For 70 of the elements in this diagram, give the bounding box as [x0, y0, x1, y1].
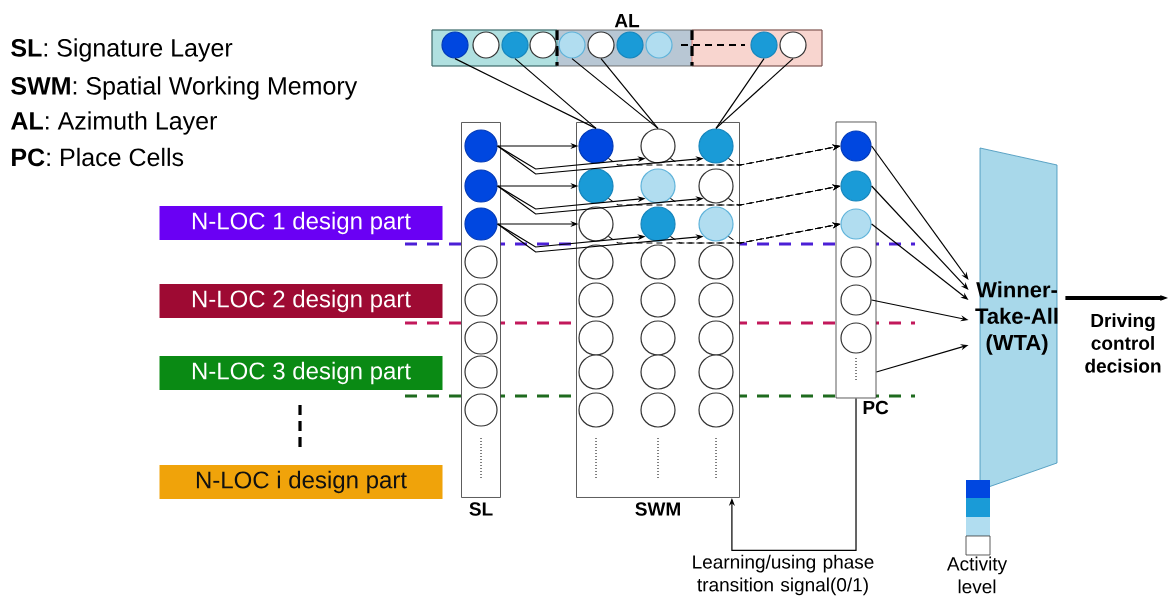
neuron-circle: [840, 322, 872, 354]
part-label-box: N-LOC 1 design part: [159, 206, 443, 240]
neuron-circle: [464, 129, 498, 163]
legend-text: PC: Place Cells: [12, 147, 184, 167]
neuron-circle: [441, 31, 469, 59]
neuron-circle: [698, 128, 734, 164]
edge-label: Driving control decision: [1085, 313, 1161, 373]
arrow: [728, 397, 857, 551]
arrow: [727, 144, 840, 166]
neuron-circle: [578, 206, 614, 242]
neuron-circle: [640, 354, 676, 390]
node-label: PC: [863, 400, 889, 415]
neuron-circle: [840, 284, 872, 316]
arrow: [871, 185, 969, 290]
neuron-circle: [464, 393, 498, 427]
neuron-circle: [698, 206, 734, 242]
neuron-circle: [464, 245, 498, 279]
neuron-circle: [578, 320, 614, 356]
neuron-circle: [698, 244, 734, 280]
neuron-circle: [840, 130, 872, 162]
neuron-circle: [558, 31, 586, 59]
neuron-circle: [698, 282, 734, 318]
neuron-circle: [464, 207, 498, 241]
neuron-circle: [464, 321, 498, 355]
neuron-circle: [640, 244, 676, 280]
neuron-circle: [640, 206, 676, 242]
legend-text: SL: Signature Layer: [11, 38, 233, 62]
neuron-circle: [578, 354, 614, 390]
caption-text: Activity level: [946, 556, 1008, 594]
neuron-circle: [464, 283, 498, 317]
neuron-circle: [501, 31, 529, 59]
arrow: [727, 222, 840, 244]
neuron-circle: [578, 128, 614, 164]
neuron-circle: [640, 320, 676, 356]
neuron-circle: [616, 31, 644, 59]
part-label-box: N-LOC 2 design part: [159, 284, 443, 318]
neuron-circle: [640, 128, 676, 164]
neuron-circle: [578, 168, 614, 204]
wta-trapezoid: Winner-Take-All (WTA): [975, 147, 1058, 491]
neuron-circle: [578, 392, 614, 428]
neuron-circle: [472, 31, 500, 59]
neuron-circle: [640, 168, 676, 204]
neuron-circle: [464, 355, 498, 389]
arrow: [727, 184, 840, 206]
neuron-circle: [840, 208, 872, 240]
neuron-circle: [640, 392, 676, 428]
neuron-circle: [578, 244, 614, 280]
neuron-circle: [698, 320, 734, 356]
neuron-circle: [640, 282, 676, 318]
neuron-circle: [645, 31, 673, 59]
neuron-circle: [578, 282, 614, 318]
neuron-circle: [840, 170, 872, 202]
legend-text: AL: Azimuth Layer: [11, 111, 217, 135]
neuron-circle: [587, 31, 615, 59]
neuron-circle: [464, 169, 498, 203]
neuron-circle: [840, 246, 872, 278]
neuron-circle: [750, 31, 778, 59]
part-label-box: N-LOC i design part: [159, 465, 443, 499]
node-label: AL: [614, 14, 640, 28]
edge-label: Learning/using phase transition signal(0/1): [693, 554, 874, 596]
arrow: [871, 145, 969, 280]
neuron-circle: [779, 31, 807, 59]
neuron-circle: [698, 168, 734, 204]
neuron-circle: [698, 354, 734, 390]
node-label: SWM: [635, 502, 680, 516]
legend-text: SWM: Spatial Working Memory: [11, 76, 358, 100]
neuron-circle: [698, 392, 734, 428]
node-label: SL: [469, 502, 493, 516]
part-label-box: N-LOC 3 design part: [159, 356, 443, 390]
neuron-circle: [529, 31, 557, 59]
